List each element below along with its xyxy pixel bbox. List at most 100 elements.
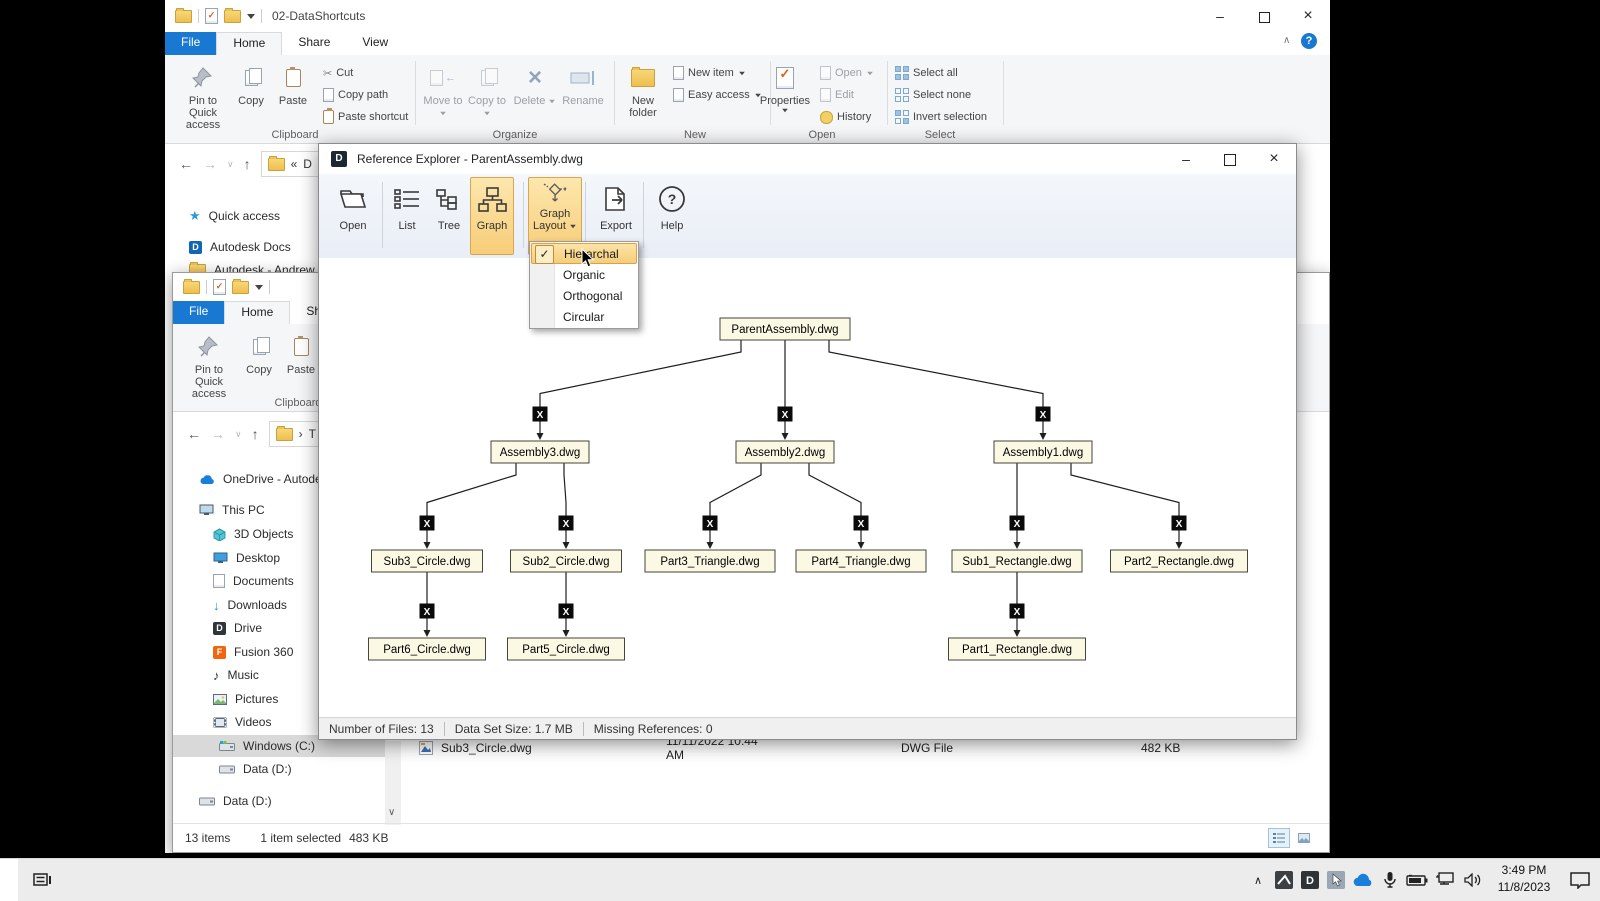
autodesk-tray-icon[interactable]	[1272, 859, 1296, 901]
new-folder-button[interactable]: New folder	[620, 61, 666, 119]
recent-locations-icon[interactable]: ∨	[227, 159, 234, 170]
forward-icon[interactable]: →	[203, 156, 217, 172]
up-icon[interactable]: ↑	[252, 426, 259, 442]
minimize-button[interactable]: –	[1198, 1, 1242, 31]
close-button[interactable]: ×	[1252, 144, 1296, 174]
pin-to-quick-access-button[interactable]: Pin to Quick access	[181, 330, 237, 400]
sidebar-item-music[interactable]: ♪ Music	[213, 664, 259, 686]
select-none-button[interactable]: Select none	[895, 85, 971, 105]
tab-home[interactable]: Home	[216, 32, 282, 55]
help-button[interactable]: ? Help	[649, 177, 695, 255]
ribbon-collapse-icon[interactable]: ∧	[1283, 35, 1290, 46]
properties-button[interactable]: ✓ Properties	[757, 61, 813, 113]
folder-icon[interactable]	[175, 10, 192, 23]
qat-caret-icon[interactable]	[255, 285, 263, 290]
easy-access-button[interactable]: Easy access	[673, 85, 762, 105]
sidebar-item-3d-objects[interactable]: 3D Objects	[213, 523, 293, 545]
maximize-button[interactable]	[1242, 1, 1286, 31]
rename-button[interactable]: Rename	[559, 61, 607, 107]
sidebar-scrollbar[interactable]: ∨	[385, 741, 401, 825]
folder-icon[interactable]	[183, 281, 200, 294]
invert-selection-button[interactable]: Invert selection	[895, 107, 987, 127]
tab-view[interactable]: View	[346, 32, 404, 55]
sidebar-item-drive[interactable]: D Drive	[213, 617, 262, 639]
open-button[interactable]: Open	[329, 177, 377, 255]
copy-button[interactable]: Copy	[239, 330, 279, 376]
folder-icon[interactable]	[232, 281, 249, 294]
angle-right-icon[interactable]: ›	[299, 427, 303, 441]
taskbar-start-button[interactable]	[0, 859, 18, 901]
paste-button[interactable]: Paste	[281, 330, 321, 376]
copy-to-button[interactable]: Copy to	[465, 61, 509, 119]
properties-check-icon[interactable]: ✓	[205, 8, 218, 24]
tab-home[interactable]: Home	[224, 301, 290, 324]
select-all-button[interactable]: Select all	[895, 63, 958, 83]
copy-path-button[interactable]: Copy path	[323, 85, 388, 105]
microphone-tray-icon[interactable]	[1378, 859, 1402, 901]
pin-to-quick-access-button[interactable]: Pin to Quick access	[175, 61, 231, 131]
minimize-button[interactable]: –	[1164, 144, 1208, 174]
cut-button[interactable]: ✂Cut	[323, 63, 353, 83]
paste-shortcut-button[interactable]: Paste shortcut	[323, 107, 408, 127]
tab-share[interactable]: Share	[282, 32, 346, 55]
file-row-sub3-circle[interactable]: Sub3_Circle.dwg 11/11/2022 10:44 AM DWG …	[411, 737, 1327, 759]
sidebar-item-fusion-360[interactable]: F Fusion 360	[213, 641, 293, 663]
taskbar-clock[interactable]: 3:49 PM 11/8/2023	[1488, 862, 1560, 896]
sidebar-item-downloads[interactable]: ↓ Downloads	[213, 594, 287, 616]
network-tray-icon[interactable]	[1432, 859, 1458, 901]
forward-icon[interactable]: →	[211, 426, 225, 442]
paste-button[interactable]: Paste	[273, 61, 313, 107]
recent-locations-icon[interactable]: ∨	[235, 429, 242, 440]
sidebar-item-videos[interactable]: Videos	[213, 711, 271, 733]
refexplorer-titlebar[interactable]: D Reference Explorer - ParentAssembly.dw…	[319, 144, 1296, 174]
move-to-button[interactable]: ← Move to	[421, 61, 465, 119]
copy-button[interactable]: Copy	[231, 61, 271, 107]
tree-view-button[interactable]: Tree	[429, 177, 469, 255]
sidebar-item-windows-c[interactable]: Windows (C:)	[219, 735, 315, 757]
sidebar-item-quick-access[interactable]: ★ Quick access	[189, 205, 280, 227]
history-button[interactable]: History	[820, 107, 871, 127]
menu-item-circular[interactable]: Circular	[531, 306, 637, 327]
up-icon[interactable]: ↑	[244, 156, 251, 172]
tab-file[interactable]: File	[173, 301, 224, 324]
screen-share-tray-icon[interactable]	[1324, 859, 1348, 901]
sidebar-item-pictures[interactable]: Pictures	[213, 688, 278, 710]
sidebar-item-documents[interactable]: Documents	[213, 570, 294, 592]
taskbar-app-icon[interactable]	[28, 859, 56, 901]
properties-check-icon[interactable]: ✓	[213, 279, 226, 295]
tab-file[interactable]: File	[165, 32, 216, 55]
back-icon[interactable]: ←	[179, 156, 193, 172]
hidden-icons-chevron[interactable]: ∧	[1246, 859, 1270, 901]
onedrive-tray-icon[interactable]	[1350, 859, 1376, 901]
scroll-down-icon[interactable]: ∨	[388, 807, 395, 818]
sidebar-item-desktop[interactable]: Desktop	[213, 547, 280, 569]
volume-tray-icon[interactable]	[1460, 859, 1486, 901]
folder-icon[interactable]	[224, 10, 241, 23]
maximize-button[interactable]	[1208, 144, 1252, 174]
qat-caret-icon[interactable]	[247, 14, 255, 19]
battery-tray-icon[interactable]	[1404, 859, 1430, 901]
menu-item-orthogonal[interactable]: Orthogonal	[531, 285, 637, 306]
list-view-button[interactable]: List	[387, 177, 427, 255]
open-button[interactable]: Open	[820, 63, 874, 83]
new-item-button[interactable]: New item	[673, 63, 746, 83]
edit-button[interactable]: Edit	[820, 85, 854, 105]
sidebar-item-this-pc[interactable]: This PC	[199, 499, 265, 521]
sidebar-item-data-d-2[interactable]: Data (D:)	[199, 790, 272, 812]
desktop-connector-tray-icon[interactable]: D	[1298, 859, 1322, 901]
back-icon[interactable]: ←	[187, 426, 201, 442]
address-crumb[interactable]: D	[303, 157, 312, 171]
delete-button[interactable]: × Delete	[513, 61, 557, 107]
graph-canvas[interactable]: XXXXXXXXXXXXParentAssembly.dwgAssembly3.…	[319, 258, 1296, 719]
help-icon[interactable]: ?	[1301, 33, 1317, 49]
address-crumb[interactable]: T	[309, 427, 316, 441]
details-view-toggle[interactable]	[1268, 828, 1290, 848]
close-button[interactable]: ×	[1286, 1, 1330, 31]
chevrons-left-icon[interactable]: «	[291, 157, 298, 171]
graph-view-button[interactable]: Graph	[470, 177, 514, 255]
sidebar-item-autodesk-docs[interactable]: D Autodesk Docs	[189, 236, 291, 258]
action-center-icon[interactable]	[1566, 859, 1594, 901]
window1-titlebar[interactable]: ✓ 02-DataShortcuts – ×	[165, 0, 1330, 32]
sidebar-item-data-d[interactable]: Data (D:)	[219, 758, 292, 780]
thumbnail-view-toggle[interactable]	[1293, 828, 1315, 848]
